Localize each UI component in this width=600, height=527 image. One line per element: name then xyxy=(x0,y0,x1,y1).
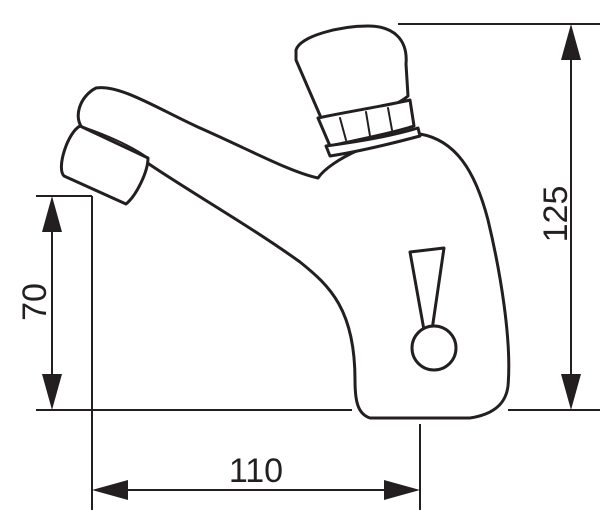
arrow-125-top xyxy=(561,24,581,60)
arrow-70-top xyxy=(42,196,62,232)
arrow-110-right xyxy=(384,480,420,500)
collar-notch-left xyxy=(339,117,347,141)
spout-nozzle xyxy=(59,124,150,206)
label-height-total: 125 xyxy=(537,186,575,243)
collar-notch-right xyxy=(387,107,393,131)
arrow-70-bottom xyxy=(42,374,62,410)
lever-knob xyxy=(410,324,458,372)
spout-nozzle-ring xyxy=(79,125,149,159)
collar-base xyxy=(324,126,422,158)
arrow-110-left xyxy=(92,480,128,500)
faucet-body xyxy=(76,86,511,420)
label-spout-reach: 110 xyxy=(229,452,283,490)
collar-notch-middle xyxy=(365,111,371,137)
label-spout-height: 70 xyxy=(16,283,54,321)
arrow-125-bottom xyxy=(561,374,581,410)
